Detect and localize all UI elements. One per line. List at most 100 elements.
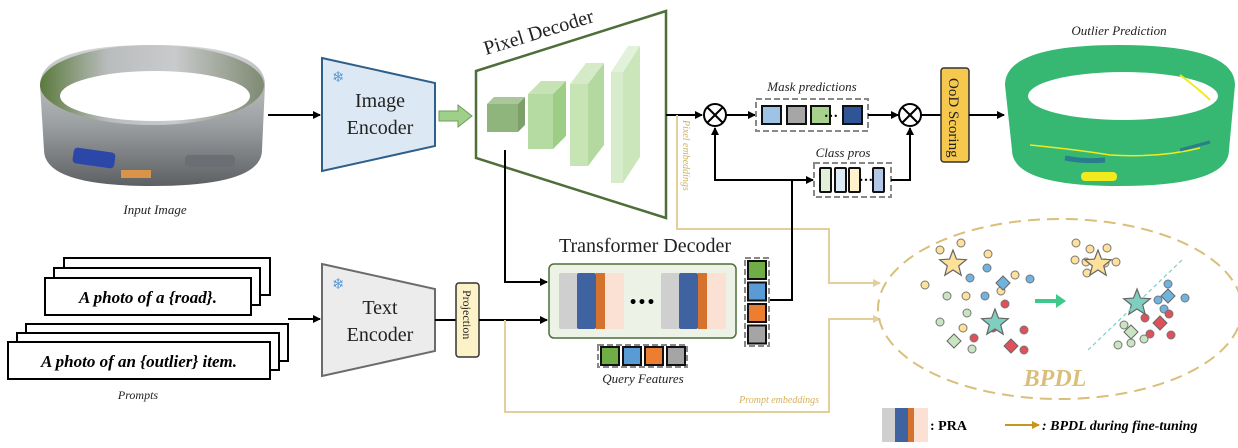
output-queries xyxy=(747,260,767,345)
embedding-point xyxy=(956,238,966,248)
output-queries-box xyxy=(744,257,770,347)
prototype-star-icon xyxy=(980,307,1010,336)
embedding-point xyxy=(1102,243,1112,253)
embedding-point xyxy=(1019,325,1029,335)
embedding-point xyxy=(1085,244,1095,254)
green-arrow-icon xyxy=(438,103,473,129)
embedding-point xyxy=(1163,279,1173,289)
mask-prediction-square xyxy=(842,105,863,125)
ellipsis: ••• xyxy=(629,295,656,311)
prototype-star-icon xyxy=(1122,287,1152,316)
prompt-stack-2 xyxy=(7,323,289,380)
mask-prediction-square xyxy=(810,105,831,125)
embedding-point xyxy=(1166,330,1176,340)
input-image-label: Input Image xyxy=(122,202,186,217)
otimes-icon xyxy=(703,103,727,127)
class-pro-rect xyxy=(872,167,885,193)
otimes-icon xyxy=(898,103,922,127)
embedding-point xyxy=(1111,257,1121,267)
prompt-1-text: A photo of a {road}. xyxy=(78,288,217,307)
embedding-point xyxy=(983,249,993,259)
mask-predictions-label: Mask predictions xyxy=(766,79,856,94)
embedding-point xyxy=(969,333,979,343)
image-encoder-label-2: Encoder xyxy=(347,117,414,139)
legend-pra-swatch xyxy=(882,408,928,442)
pixel-decoder-features xyxy=(487,46,640,183)
embedding-point xyxy=(1025,274,1035,284)
embedding-point xyxy=(1145,329,1155,339)
prompt-stack-1 xyxy=(44,257,271,316)
prototype-diamond-icon xyxy=(1160,288,1176,304)
embedding-point xyxy=(935,245,945,255)
embedding-point xyxy=(1113,340,1123,350)
embedding-point xyxy=(1153,295,1163,305)
snowflake-icon: ❄ xyxy=(332,68,345,86)
mask-predictions: ••• xyxy=(761,105,863,125)
embedding-point xyxy=(982,263,992,273)
embedding-point xyxy=(980,291,990,301)
prototype-diamond-icon xyxy=(1003,338,1019,354)
embedding-point xyxy=(961,291,971,301)
output-query-square xyxy=(747,281,767,302)
outlier-prediction-image xyxy=(1005,45,1235,186)
embedding-point xyxy=(1164,309,1174,319)
query-features xyxy=(600,346,686,366)
embedding-point xyxy=(920,280,930,290)
embedding-point xyxy=(942,291,952,301)
embedding-point xyxy=(1119,320,1129,330)
prototype-star-icon xyxy=(938,248,968,277)
ood-scoring-label: OoD Scoring xyxy=(945,78,961,158)
embedding-point xyxy=(1070,255,1080,265)
mask-prediction-square xyxy=(786,105,807,125)
embedding-point xyxy=(1180,293,1190,303)
embedding-point xyxy=(1071,238,1081,248)
pra-block-1 xyxy=(559,273,624,329)
embedding-point xyxy=(967,344,977,354)
embedding-point xyxy=(1140,313,1150,323)
pixel-embeddings-line xyxy=(676,115,881,287)
image-encoder-label-1: Image xyxy=(355,90,405,112)
prompts-label: Prompts xyxy=(117,388,159,402)
prototype-diamond-icon xyxy=(1152,315,1168,331)
pra-block-2 xyxy=(661,273,726,329)
prompt-2-text: A photo of an {outlier} item. xyxy=(40,352,237,371)
prototype-star-icon xyxy=(1083,248,1113,277)
query-features-label: Query Features xyxy=(602,371,683,386)
arrow-decoder-to-transformer xyxy=(504,150,548,286)
projection-label: Projection xyxy=(460,290,474,339)
query-feature-square xyxy=(600,346,620,366)
embedding-point xyxy=(1139,334,1149,344)
embedding-point xyxy=(965,273,975,283)
class-pro-rect xyxy=(819,167,832,193)
embedding-point xyxy=(962,308,972,318)
prompt-embeddings-line xyxy=(504,315,881,413)
embedding-point xyxy=(1019,345,1029,355)
snowflake-icon: ❄ xyxy=(332,275,345,293)
embedding-point xyxy=(1000,299,1010,309)
bpdl-label: BPDL xyxy=(1023,366,1087,392)
legend-pra-label: : PRA xyxy=(930,419,968,434)
ellipsis: ••• xyxy=(859,176,873,185)
query-out-line xyxy=(770,180,793,301)
bpdl-embedding-scatter xyxy=(920,238,1190,355)
class-pro-rect xyxy=(848,167,861,193)
prototype-diamond-icon xyxy=(995,275,1011,291)
class-pro-rect xyxy=(834,167,847,193)
embedding-point xyxy=(1126,338,1136,348)
prototype-diamond-icon xyxy=(1123,324,1139,340)
embedding-point xyxy=(958,323,968,333)
output-query-square xyxy=(747,324,767,345)
input-image xyxy=(40,45,265,186)
query-feature-square xyxy=(666,346,686,366)
prototype-diamond-icon xyxy=(946,333,962,349)
text-encoder xyxy=(321,262,436,378)
embedding-point xyxy=(1010,270,1020,280)
bpdl-arrow-icon xyxy=(1035,294,1066,308)
text-encoder-label-1: Text xyxy=(362,297,398,319)
arrow-to-mult1 xyxy=(711,127,792,181)
decision-boundary xyxy=(1087,259,1183,351)
query-feature-square xyxy=(622,346,642,366)
mask-prediction-square xyxy=(761,105,782,125)
class-pros: ••• xyxy=(819,167,885,193)
